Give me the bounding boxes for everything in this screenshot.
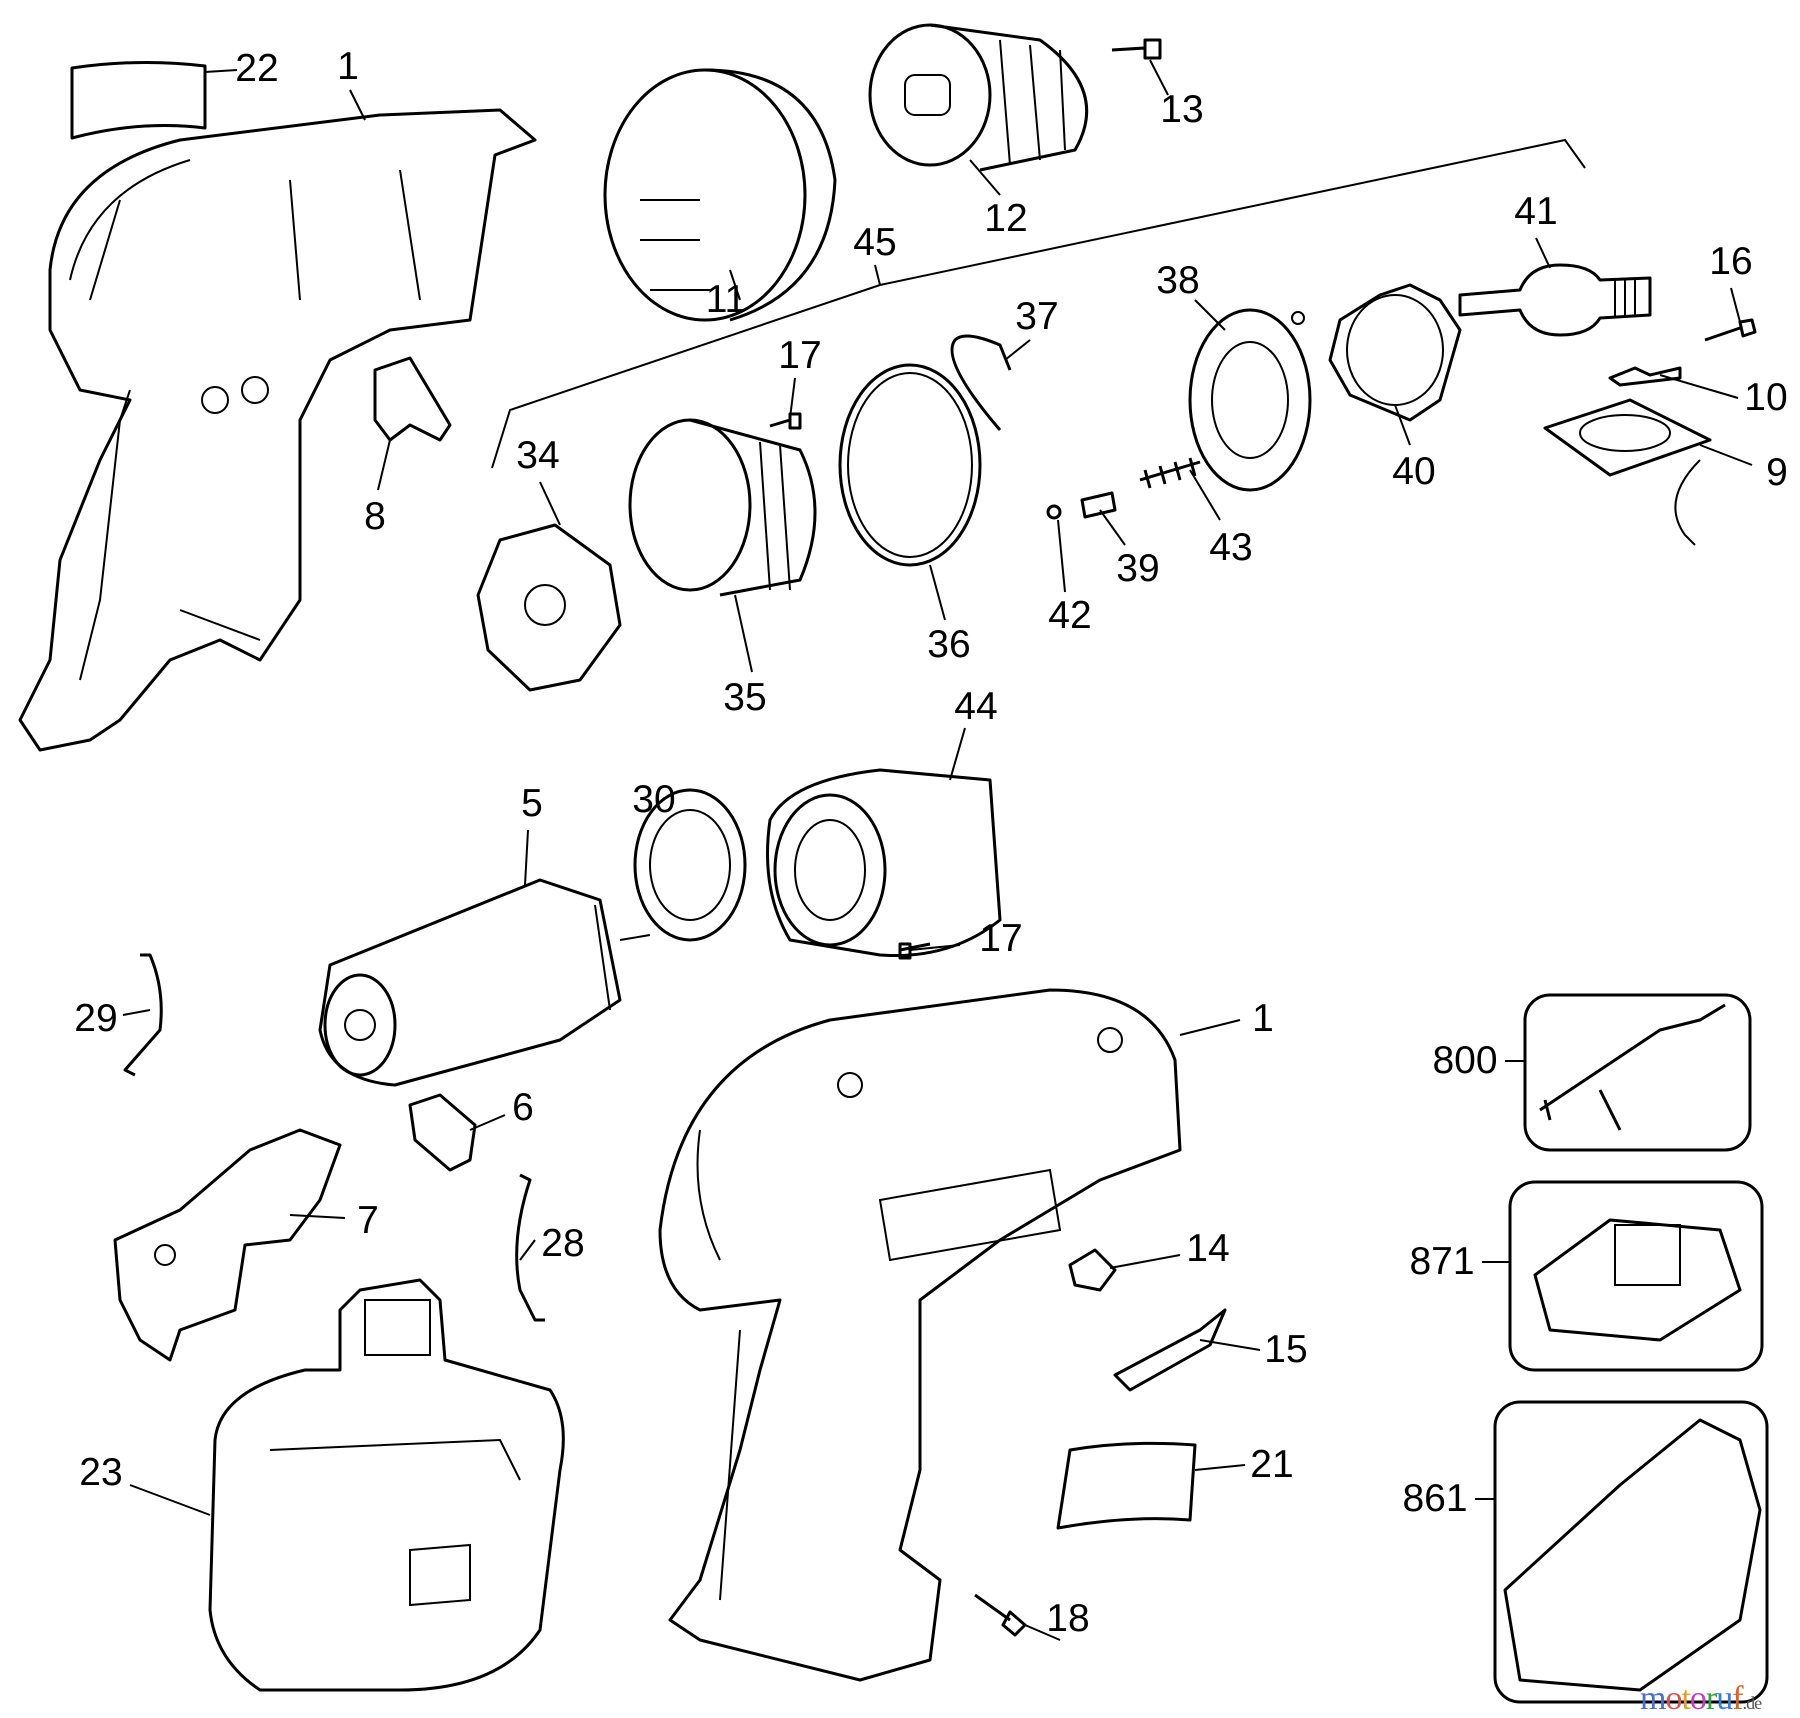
part-5-motor [318, 878, 622, 1087]
leader-lines [122, 59, 1753, 1641]
part-14-clip [1068, 1248, 1117, 1292]
label-part-8: 8 [364, 495, 386, 538]
label-part-38: 38 [1156, 259, 1200, 302]
part-41-spindle [1458, 263, 1652, 337]
label-part-43: 43 [1209, 526, 1253, 569]
label-part-37: 37 [1015, 295, 1059, 338]
part-17-screw-bottom [898, 942, 931, 960]
watermark-logo: motoruf.de [1640, 1680, 1762, 1717]
label-part-15: 15 [1264, 1328, 1308, 1371]
part-30-washer [633, 788, 747, 942]
part-12-chuck [868, 23, 992, 167]
label-part-861: 861 [1402, 1477, 1468, 1520]
part-40-ring [1328, 283, 1462, 422]
part-22-label [70, 60, 207, 140]
part-29-wire-lead [123, 953, 163, 1077]
label-part-9: 9 [1766, 451, 1788, 494]
part-35-gear-case [628, 418, 752, 592]
part-8-button [373, 356, 452, 442]
part-9-plate [1543, 398, 1712, 477]
label-part-7: 7 [357, 1199, 379, 1242]
label-part-800: 800 [1432, 1039, 1498, 1082]
label-part-17: 17 [979, 917, 1023, 960]
label-part-21: 21 [1250, 1443, 1294, 1486]
part-39-pin [1080, 491, 1117, 519]
part-6-brush-holder [408, 1093, 477, 1172]
part-1-housing-right [658, 988, 1182, 1682]
part-17-screw-top [769, 412, 802, 430]
part-800-box [1523, 993, 1752, 1152]
label-part-13: 13 [1160, 88, 1204, 131]
label-part-11: 11 [705, 278, 747, 321]
label-part-17: 17 [778, 334, 822, 377]
part-23-battery [208, 1278, 565, 1692]
label-part-40: 40 [1392, 450, 1436, 493]
label-part-23: 23 [79, 1451, 123, 1494]
label-part-16: 16 [1709, 240, 1753, 283]
label-part-12: 12 [984, 197, 1028, 240]
label-part-1: 1 [1252, 997, 1274, 1040]
part-28-wire-lead [515, 1173, 545, 1322]
label-part-6: 6 [512, 1086, 534, 1129]
label-part-45: 45 [853, 221, 897, 264]
part-18-screw [974, 1593, 1027, 1637]
part-13-screw [1111, 38, 1162, 60]
label-part-42: 42 [1048, 594, 1092, 637]
part-37-wire [950, 334, 1012, 431]
part-34-carrier [476, 523, 622, 692]
part-871-box [1508, 1180, 1764, 1372]
part-36-ring [838, 363, 982, 567]
label-part-29: 29 [74, 997, 118, 1040]
part-21-label [1056, 1441, 1197, 1530]
part-16-screw [1704, 318, 1757, 342]
part-38-plate [1188, 308, 1312, 492]
part-7-switch [113, 1128, 342, 1362]
part-15-bit [1113, 1308, 1227, 1392]
label-part-10: 10 [1744, 376, 1788, 419]
label-part-1: 1 [337, 45, 359, 88]
label-part-28: 28 [541, 1222, 585, 1265]
label-part-35: 35 [723, 676, 767, 719]
label-part-39: 39 [1116, 547, 1160, 590]
label-part-22: 22 [235, 47, 279, 90]
part-10-clip [1608, 366, 1682, 387]
label-part-44: 44 [954, 685, 998, 728]
label-part-14: 14 [1186, 1227, 1230, 1270]
part-1-housing-left [18, 108, 537, 752]
label-part-30: 30 [632, 778, 676, 821]
label-part-18: 18 [1046, 1597, 1090, 1640]
part-44-gear-housing [766, 768, 1002, 958]
label-part-871: 871 [1409, 1240, 1475, 1283]
label-part-36: 36 [927, 623, 971, 666]
part-861-box [1493, 1400, 1769, 1704]
label-part-41: 41 [1514, 190, 1558, 233]
label-part-34: 34 [516, 434, 560, 477]
part-42-ball [1046, 504, 1062, 520]
label-part-5: 5 [521, 782, 543, 825]
part-43-spring [1139, 457, 1201, 489]
